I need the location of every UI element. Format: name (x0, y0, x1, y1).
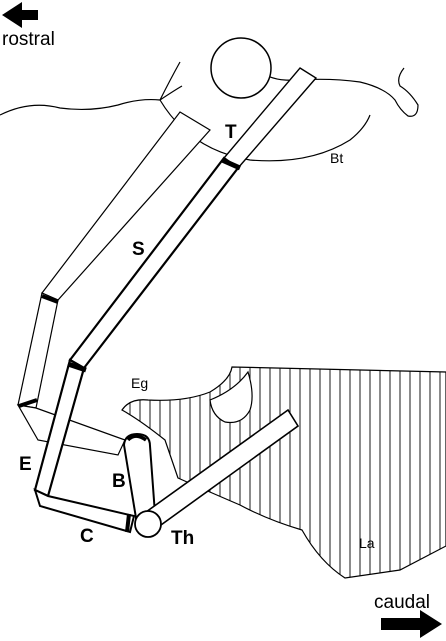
arrow-right-icon (381, 610, 442, 638)
eye-circle (210, 37, 272, 99)
label-La: La (359, 535, 375, 551)
label-T: T (225, 122, 237, 143)
label-Eg: Eg (131, 375, 148, 391)
label-C: C (80, 526, 94, 547)
label-B: B (112, 471, 126, 492)
lateral-structure (121, 366, 446, 579)
caudal-label: caudal (374, 592, 430, 613)
b-segment (122, 432, 157, 520)
label-E: E (19, 454, 32, 475)
rostral-label: rostral (2, 29, 55, 50)
label-S: S (132, 239, 145, 260)
label-Bt: Bt (330, 150, 343, 166)
bold-limb (18, 67, 318, 498)
c-segment (33, 488, 136, 534)
label-Th: Th (171, 528, 194, 549)
ball-joint (134, 510, 162, 538)
head-outline (0, 61, 419, 162)
arrow-left-icon (2, 2, 38, 28)
